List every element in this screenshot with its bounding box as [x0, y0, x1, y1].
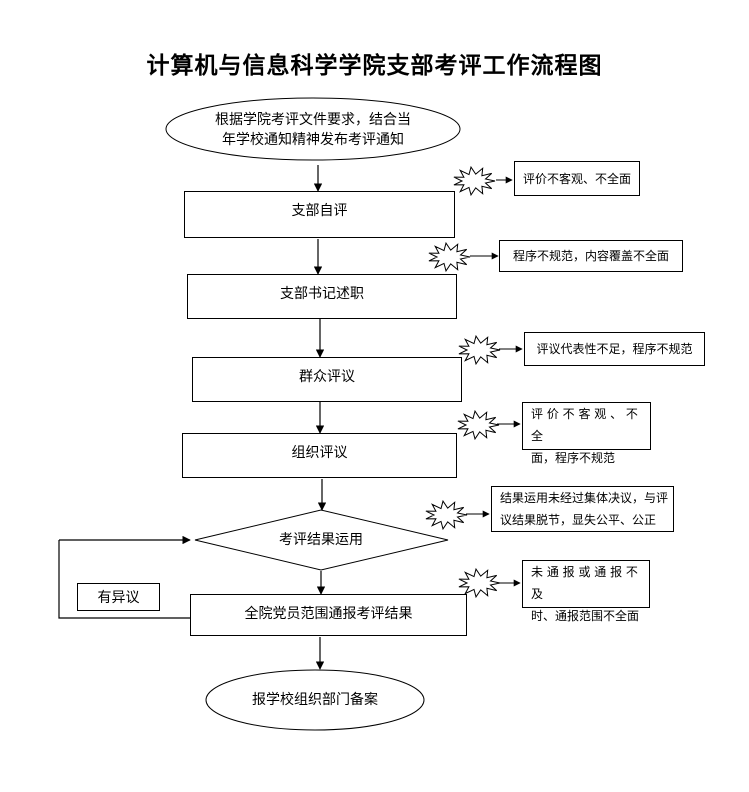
step-secretary-report: 支部书记述职 [187, 274, 457, 319]
step-notify-label: 全院党员范围通报考评结果 [244, 606, 413, 622]
end-ellipse [205, 669, 425, 731]
risk-burst-icon [428, 241, 471, 273]
risk-note-3-text: 评议代表性不足，程序不规范 [536, 342, 693, 356]
start-line-1: 根据学院考评文件要求，结合当 [215, 112, 411, 128]
step-mass-review-label: 群众评议 [299, 369, 355, 385]
risk-burst-icon [457, 409, 500, 441]
objection-loop [58, 535, 191, 619]
risk-note-4: 评 价 不 客 观 、 不 全 面，程序不规范 [522, 402, 651, 465]
end-label: 报学校组织部门备案 [252, 692, 378, 708]
risk-note-6: 未 通 报 或 通 报 不 及 时、通报范围不全面 [522, 560, 650, 623]
objection-label: 有异议 [97, 590, 140, 606]
risk-note-6-line-2: 时、通报范围不全面 [531, 609, 640, 623]
step-self-review: 支部自评 [184, 191, 455, 238]
risk-note-1-text: 评价不客观、不全面 [522, 171, 631, 186]
start-line-2: 年学校通知精神发布考评通知 [222, 132, 404, 148]
risk-note-5: 结果运用未经过集体决议，与评 议结果脱节，显失公平、公正 [491, 486, 674, 532]
risk-note-2: 程序不规范，内容覆盖不全面 [499, 240, 683, 272]
step-secretary-report-label: 支部书记述职 [280, 286, 364, 302]
risk-note-4-line-1: 评 价 不 客 观 、 不 全 [531, 407, 638, 443]
risk-note-5-line-2: 议结果脱节，显失公平、公正 [500, 513, 657, 527]
step-org-review: 组织评议 [182, 433, 457, 478]
risk-note-5-line-1: 结果运用未经过集体决议，与评 [500, 491, 669, 505]
page-title: 计算机与信息科学学院支部考评工作流程图 [146, 52, 603, 79]
objection-box: 有异议 [77, 583, 160, 611]
risk-burst-icon [453, 165, 496, 197]
risk-arrows [466, 176, 523, 587]
risk-note-2-text: 程序不规范，内容覆盖不全面 [512, 249, 669, 263]
risk-burst-icon [458, 334, 501, 366]
risk-note-4-line-2: 面，程序不规范 [531, 451, 616, 465]
start-label: 根据学院考评文件要求，结合当 年学校通知精神发布考评通知 [200, 108, 426, 152]
result-use-diamond [194, 509, 449, 571]
risk-burst-icon [425, 499, 468, 531]
step-org-review-label: 组织评议 [291, 445, 348, 461]
risk-note-1: 评价不客观、不全面 [514, 161, 640, 196]
risk-note-6-line-1: 未 通 报 或 通 报 不 及 [531, 565, 638, 601]
step-result-use-label: 考评结果运用 [279, 532, 363, 548]
main-flow-arrows [313, 165, 327, 670]
start-ellipse [165, 97, 461, 161]
risk-note-3: 评议代表性不足，程序不规范 [524, 332, 705, 366]
step-mass-review: 群众评议 [192, 357, 462, 402]
step-notify: 全院党员范围通报考评结果 [190, 594, 467, 636]
risk-burst-icon [458, 567, 501, 599]
step-self-review-label: 支部自评 [291, 203, 348, 219]
